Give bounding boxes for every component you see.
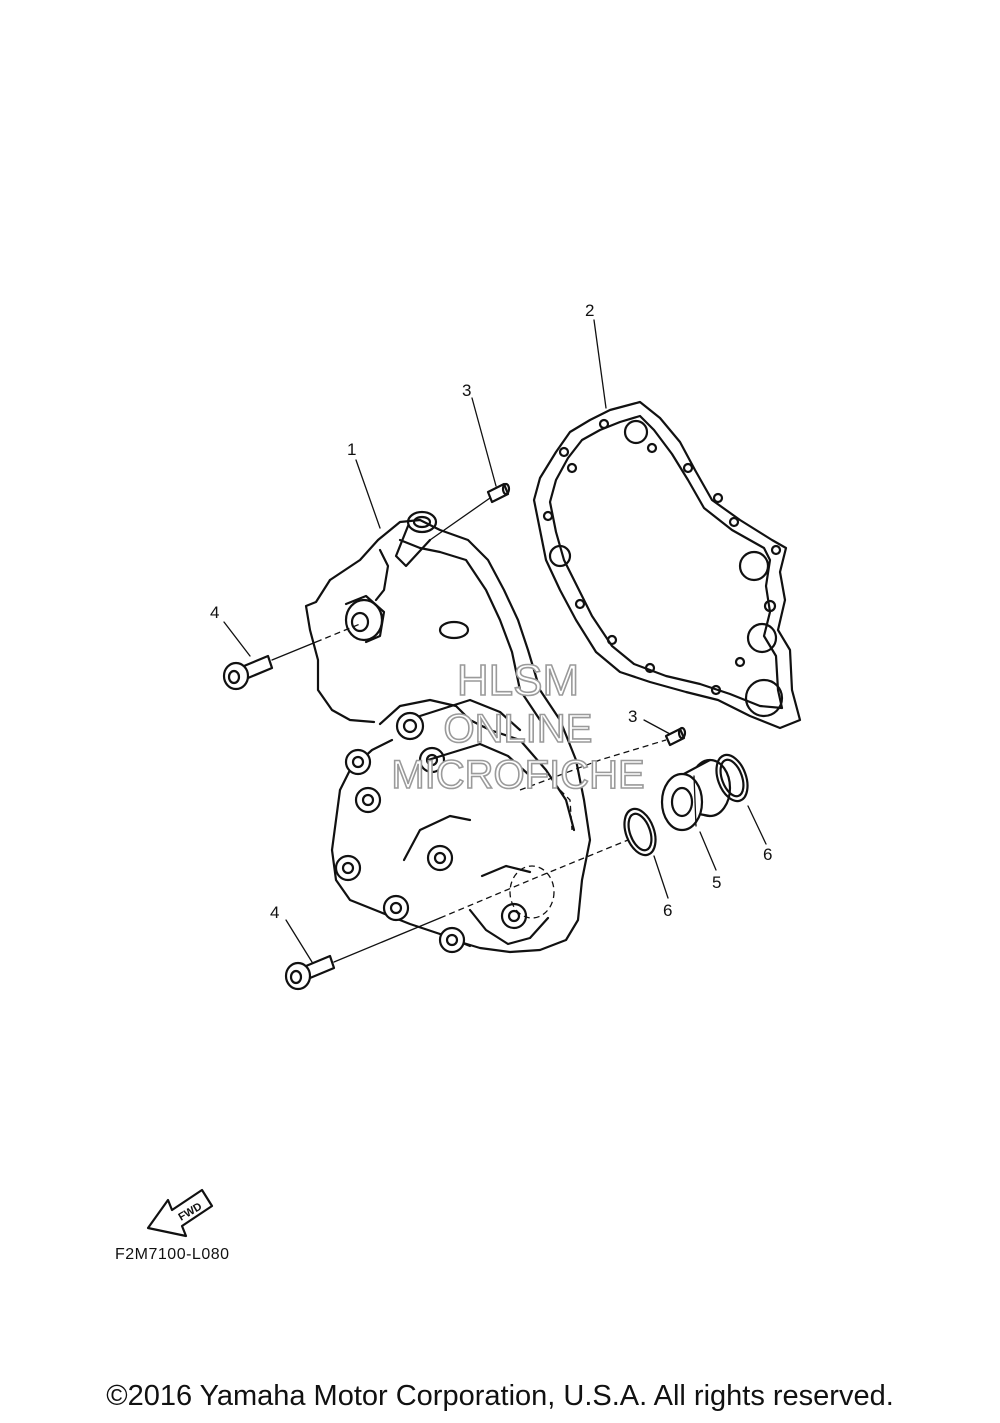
callout-4-lower: 4	[270, 903, 279, 922]
watermark-line-1: HLSM	[457, 656, 579, 705]
bolt-part-4-lower[interactable]	[284, 954, 336, 991]
callout-5: 5	[712, 873, 721, 892]
callout-4-upper: 4	[210, 603, 219, 622]
dowel-pin-part-3-lower[interactable]	[664, 726, 687, 747]
assembly-lines	[271, 497, 667, 963]
watermark-line-3: MICROFICHE	[391, 753, 644, 797]
callout-2: 2	[585, 301, 594, 320]
gasket-part-2[interactable]	[532, 400, 802, 730]
fwd-arrow-icon: FWD	[146, 1188, 214, 1238]
housing-part-1[interactable]	[304, 510, 592, 954]
figure-code: F2M7100-L080	[115, 1246, 230, 1263]
callout-6-left: 6	[663, 901, 672, 920]
watermark-line-2: ONLINE	[444, 707, 593, 751]
bolt-part-4-upper[interactable]	[222, 654, 274, 691]
copyright-notice: ©2016 Yamaha Motor Corporation, U.S.A. A…	[106, 1380, 894, 1412]
callout-6-right: 6	[763, 845, 772, 864]
watermark: HLSM ONLINE MICROFICHE	[391, 655, 646, 798]
o-ring-part-6-left[interactable]	[619, 805, 662, 860]
dowel-pin-part-3-upper[interactable]	[486, 482, 511, 504]
callout-3-lower: 3	[628, 707, 637, 726]
callout-3-upper: 3	[462, 381, 471, 400]
leader-lines	[223, 319, 767, 963]
o-ring-part-6-right[interactable]	[711, 751, 754, 806]
callout-1: 1	[347, 440, 356, 459]
